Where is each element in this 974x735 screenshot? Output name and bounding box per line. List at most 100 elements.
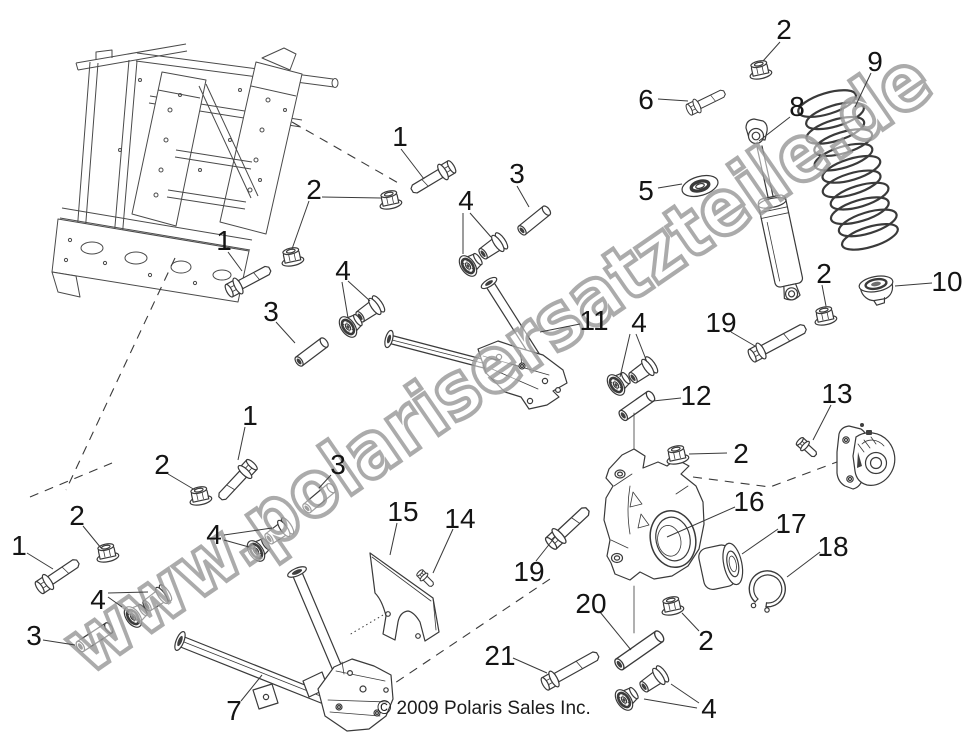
leader-line [619, 333, 631, 378]
bolt-14 [414, 567, 437, 590]
nut-2 [811, 304, 839, 328]
leader-line [643, 698, 698, 709]
bushing-4 [610, 680, 644, 715]
callout-1: 1 [216, 225, 232, 256]
nut-2 [278, 245, 306, 269]
leader-line [167, 473, 196, 491]
leader-line [318, 474, 332, 489]
leader-line [321, 196, 382, 199]
carrier-bushing [698, 542, 744, 591]
callout-3: 3 [263, 296, 279, 327]
spacer-20 [612, 628, 667, 673]
bearing-carrier [603, 448, 705, 581]
shock-washer [681, 174, 719, 198]
callout-12: 12 [680, 380, 711, 411]
callout-13: 13 [821, 378, 852, 409]
callout-2: 2 [733, 438, 749, 469]
leader-line [341, 281, 349, 319]
callout-19: 19 [705, 307, 736, 338]
leader-line [516, 185, 530, 208]
callout-19: 19 [513, 556, 544, 587]
upper-a-arm [384, 276, 568, 410]
leader-line [635, 333, 648, 363]
callout-9: 9 [867, 46, 883, 77]
callout-8: 8 [789, 91, 805, 122]
bushing-4 [635, 663, 672, 697]
spacer-3 [292, 335, 331, 369]
callout-18: 18 [817, 531, 848, 562]
callout-1: 1 [242, 400, 258, 431]
leader-line [227, 251, 243, 272]
callout-3: 3 [509, 158, 525, 189]
bolt-1-top [407, 157, 459, 199]
leader-line [652, 397, 682, 402]
callout-6: 6 [638, 84, 654, 115]
callout-2: 2 [816, 258, 832, 289]
leader-line [539, 323, 581, 333]
leader-line [812, 404, 832, 441]
nut-2 [746, 58, 774, 82]
leader-line [535, 536, 556, 562]
leader-line [223, 527, 273, 536]
leader-line [666, 506, 736, 538]
brake-caliper [836, 423, 896, 490]
callout-4: 4 [458, 185, 474, 216]
callout-20: 20 [575, 588, 606, 619]
leader-line [512, 657, 548, 674]
leader-line [291, 200, 310, 250]
callout-3: 3 [26, 620, 42, 651]
callout-17: 17 [775, 508, 806, 539]
nut-2 [658, 594, 686, 618]
leader-line [469, 212, 492, 238]
leader-line [786, 551, 821, 578]
bolt-13 [793, 435, 821, 461]
leader-line [599, 611, 632, 651]
leader-line [657, 98, 689, 102]
leader-line [432, 528, 454, 574]
leader-line [223, 539, 250, 548]
splash-shield [369, 552, 440, 642]
leader-line [400, 148, 425, 180]
nut-2 [376, 188, 404, 212]
snap-ring [748, 570, 786, 613]
copyright-notice: © 2009 Polaris Sales Inc. [377, 698, 591, 719]
leader-line [681, 612, 700, 632]
spring-retainer [858, 275, 894, 306]
leader-line [107, 596, 123, 608]
callout-2: 2 [69, 500, 85, 531]
leader-line [762, 41, 781, 62]
callout-4: 4 [701, 693, 717, 724]
shock-absorber [745, 118, 804, 301]
leader-line [741, 528, 779, 555]
callout-5: 5 [638, 175, 654, 206]
callout-1: 1 [392, 121, 408, 152]
spacer-3 [515, 203, 553, 238]
leader-line [758, 116, 791, 142]
nut-2 [663, 443, 691, 467]
callout-3: 3 [330, 449, 346, 480]
callout-2: 2 [698, 625, 714, 656]
callout-16: 16 [733, 486, 764, 517]
callout-7: 7 [226, 695, 242, 726]
callout-14: 14 [444, 503, 475, 534]
leader-line [389, 522, 398, 556]
leader-line [730, 331, 756, 347]
callout-11: 11 [579, 305, 608, 336]
leader-line [240, 674, 263, 702]
callout-2: 2 [776, 14, 792, 45]
bolt-19-left [541, 501, 595, 553]
leader-line [82, 525, 102, 549]
leader-line [670, 683, 700, 704]
leader-line [854, 72, 872, 108]
bolt-21 [538, 646, 603, 694]
lower-a-arm [174, 566, 394, 732]
leader-line [26, 552, 54, 570]
callout-4: 4 [90, 584, 106, 615]
coil-spring [797, 89, 899, 251]
bolt-6 [683, 85, 729, 118]
callout-4: 4 [335, 255, 351, 286]
leader-line [42, 639, 76, 646]
